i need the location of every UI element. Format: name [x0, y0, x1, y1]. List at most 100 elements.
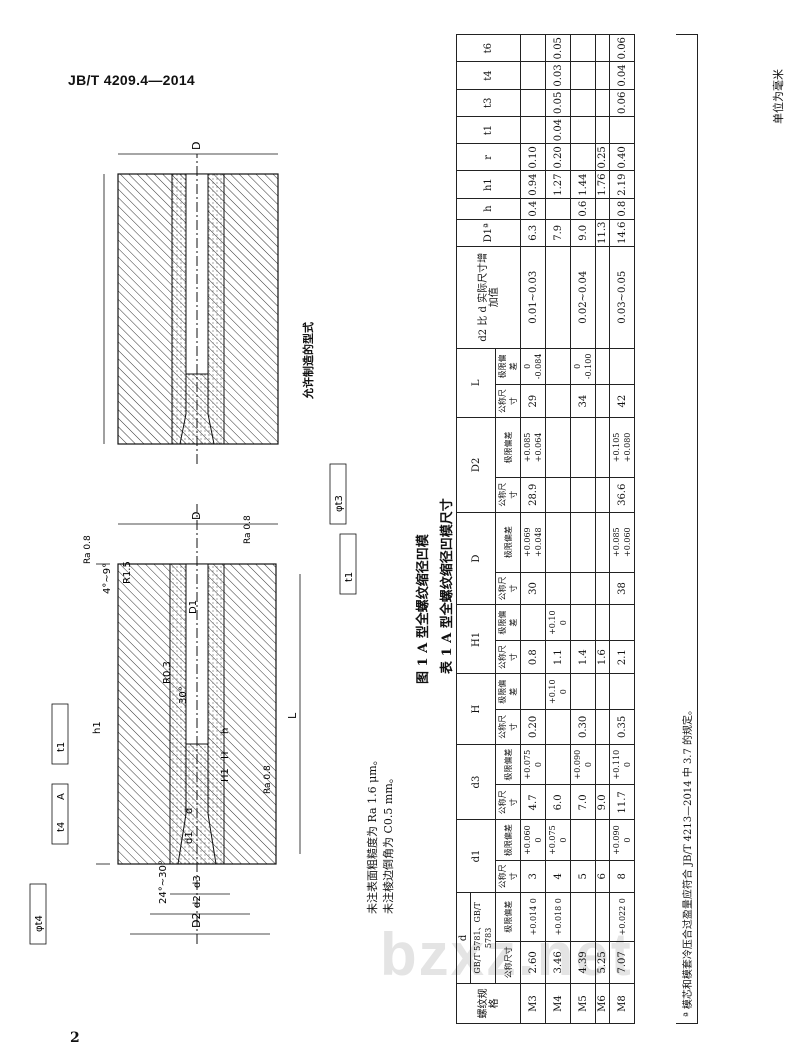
table-cell-r: 0.25 [595, 143, 610, 171]
th-d2: d2 比 d 实际尺寸增加值 [456, 246, 521, 349]
dim-d2-label: d2 [192, 895, 203, 908]
table-cell-r: 0.20 [545, 143, 571, 171]
table-cell-h1: 1.27 [545, 170, 571, 199]
th-H1: H1 [456, 604, 496, 674]
table-cell-D2: 36.6 [609, 477, 635, 513]
tolerance-frames [29, 463, 357, 945]
table-cell-L [595, 384, 610, 418]
th-D1: D1ª [456, 219, 521, 247]
table-cell-D [595, 572, 610, 605]
table-cell-d1-tol: +0.090 0 [609, 819, 635, 861]
dim-H1-label: H1 [220, 768, 231, 782]
table-cell-D2-tol [570, 417, 596, 478]
table-cell-D1: 7.9 [545, 219, 571, 247]
table-cell-d3-tol: +0.110 0 [609, 744, 635, 785]
figure-caption: 图 1 A 型全螺纹缩径凹模 [416, 534, 431, 684]
table-cell-D-tol [570, 512, 596, 573]
ra-label-1: Ra 0.8 [83, 535, 93, 564]
table-cell-L: 34 [570, 384, 596, 418]
table-cell-d: 5.25 [595, 941, 610, 984]
table-cell-D2: 28.9 [520, 477, 546, 513]
table-cell-h1: 0.94 [520, 170, 546, 199]
table-cell-D2-tol [545, 417, 571, 478]
th-d3: d3 [456, 744, 496, 820]
table-cell-spec: M4 [545, 983, 571, 1024]
table-cell-d3-tol [545, 744, 571, 785]
table-cell-d: 4.39 [570, 941, 596, 984]
dim-d-label: d [184, 808, 195, 814]
table-cell-r: 0.10 [520, 143, 546, 171]
drawing-note-2: 未注棱边倒角为 C0.5 mm。 [382, 772, 395, 914]
table-cell-D2 [595, 477, 610, 513]
th-H: H [456, 673, 496, 745]
table-cell-D1: 14.6 [609, 219, 635, 247]
r03-label: R0.3 [162, 661, 173, 684]
th-L: L [456, 348, 496, 418]
table-cell-H: 0.30 [570, 709, 596, 745]
table-cell-H1: 1.4 [570, 640, 596, 674]
dim-D-label: D [190, 512, 203, 520]
th-t1: t1 [456, 116, 521, 144]
technical-drawing: L D D D1 D2 d d1 d2 d3 H H1 h h1 30° R0.… [29, 142, 357, 945]
table-cell-D [545, 572, 571, 605]
table-cell-t3: 0.05 [545, 89, 571, 117]
taper-angle-label: 4°~9° [102, 563, 113, 594]
th-limit: 极限偏差 [495, 744, 521, 785]
table-cell-H-tol: +0.10 0 [545, 673, 571, 710]
th-nominal: 公称尺寸 [495, 477, 521, 513]
th-nominal: 公称尺寸 [495, 572, 521, 605]
ref-A-label: A [56, 793, 67, 800]
table-cell-d3-tol: +0.090 0 [570, 744, 596, 785]
th-d1: d1 [456, 819, 496, 893]
table-cell-L-tol [609, 348, 635, 385]
table-cell-D1: 11.3 [595, 219, 610, 247]
table-cell-t3 [595, 89, 610, 117]
table-cell-H1-tol [595, 604, 610, 641]
th-h: h [456, 198, 521, 220]
dim-D-alt-label: D [190, 142, 203, 150]
table-cell-D2 [570, 477, 596, 513]
tol-t1-label-2: t1 [344, 572, 355, 582]
th-D2: D2 [456, 417, 496, 513]
die-alt-section [117, 154, 279, 464]
table-cell-d2 [545, 246, 571, 349]
table-header-row: 螺纹规格 d d1 d3 H H1 D D2 L d2 比 d 实际尺寸增加值 … [456, 34, 521, 1024]
th-limit: 极限偏差 [495, 819, 521, 861]
table-cell-d3: 9.0 [595, 784, 610, 820]
table-cell-spec: M5 [570, 983, 596, 1024]
th-r: r [456, 143, 521, 171]
angle24-label: 24°~30° [158, 860, 169, 904]
table-cell-d1-tol: +0.075 0 [545, 819, 571, 861]
table-cell-r [570, 143, 596, 171]
table-cell-d3: 11.7 [609, 784, 635, 820]
th-h1: h1 [456, 170, 521, 199]
dimension-table: 螺纹规格 d d1 d3 H H1 D D2 L d2 比 d 实际尺寸增加值 … [456, 34, 635, 1024]
table-cell-t3 [520, 89, 546, 117]
table-cell-H-tol [570, 673, 596, 710]
table-cell-d1-tol [595, 819, 610, 861]
table-cell-t6: 0.05 [545, 34, 571, 62]
th-nominal: 公称尺寸 [495, 784, 521, 820]
table-cell-h: 0.4 [520, 198, 546, 220]
th-t6: t6 [456, 34, 521, 62]
table-cell-d3: 4.7 [520, 784, 546, 820]
table-cell-t6: 0.06 [609, 34, 635, 62]
table-cell-L-tol: 0 -0.100 [570, 348, 596, 385]
table-cell-d: 3.46 [545, 941, 571, 984]
table-cell-h1: 1.76 [595, 170, 610, 199]
table-cell-h1: 1.44 [570, 170, 596, 199]
table-cell-D-tol: +0.085 +0.060 [609, 512, 635, 573]
table-cell-t1 [570, 116, 596, 144]
table-cell-d2 [595, 246, 610, 349]
table-cell-D1: 9.0 [570, 219, 596, 247]
table-cell-L-tol: 0 -0.084 [520, 348, 546, 385]
tol-t4-label: t4 [56, 822, 67, 832]
th-d-sub: GB/T 5781、GB/T 5783 [470, 892, 496, 984]
table-cell-d2: 0.01~0.03 [520, 246, 546, 349]
table-cell-D [570, 572, 596, 605]
dim-H-label: H [220, 751, 231, 759]
dim-d1-label: d1 [184, 831, 195, 844]
table-cell-t6 [595, 34, 610, 62]
